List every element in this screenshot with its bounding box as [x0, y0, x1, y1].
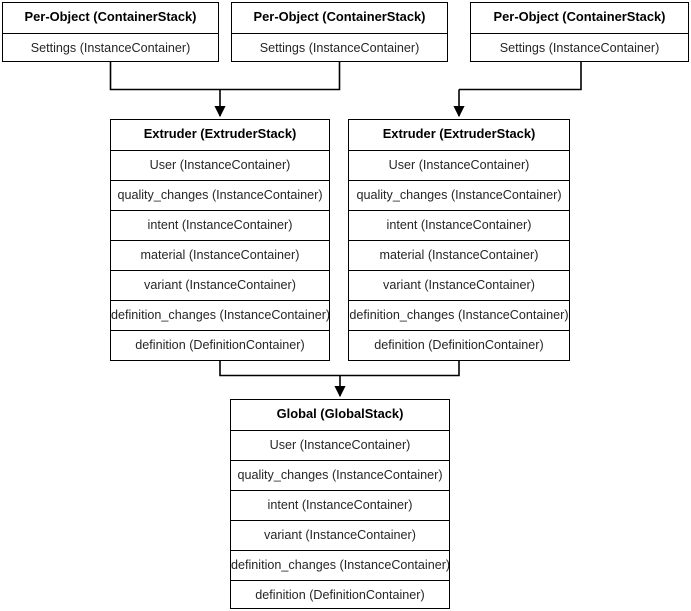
node-row-quality-changes: quality_changes (InstanceContainer) — [231, 460, 449, 490]
node-row-definition: definition (DefinitionContainer) — [349, 330, 569, 360]
node-row-variant: variant (InstanceContainer) — [349, 270, 569, 300]
node-row-settings: Settings (InstanceContainer) — [471, 33, 688, 63]
node-row-variant: variant (InstanceContainer) — [111, 270, 329, 300]
edge-po2-to-ex1 — [220, 62, 341, 91]
node-row-intent: intent (InstanceContainer) — [231, 490, 449, 520]
node-extruder-1[interactable]: Extruder (ExtruderStack) User (InstanceC… — [110, 119, 330, 361]
node-row-user: User (InstanceContainer) — [349, 150, 569, 180]
node-row-quality-changes: quality_changes (InstanceContainer) — [111, 180, 329, 210]
node-header: Per-Object (ContainerStack) — [253, 9, 426, 24]
node-row-definition-changes: definition_changes (InstanceContainer) — [231, 550, 449, 580]
node-row-settings: Settings (InstanceContainer) — [232, 33, 447, 63]
node-per-object-3[interactable]: Per-Object (ContainerStack) Settings (In… — [470, 2, 689, 62]
node-row-material: material (InstanceContainer) — [349, 240, 569, 270]
node-row-user: User (InstanceContainer) — [111, 150, 329, 180]
node-row-user: User (InstanceContainer) — [231, 430, 449, 460]
node-row-definition-changes: definition_changes (InstanceContainer) — [349, 300, 569, 330]
node-row-quality-changes: quality_changes (InstanceContainer) — [349, 180, 569, 210]
node-row-variant: variant (InstanceContainer) — [231, 520, 449, 550]
node-extruder-2[interactable]: Extruder (ExtruderStack) User (InstanceC… — [348, 119, 570, 361]
node-header: Extruder (ExtruderStack) — [143, 126, 297, 141]
node-global-stack[interactable]: Global (GlobalStack) User (InstanceConta… — [230, 399, 450, 609]
node-row-intent: intent (InstanceContainer) — [111, 210, 329, 240]
node-header: Global (GlobalStack) — [276, 406, 404, 421]
edge-ex2-to-global — [340, 361, 460, 377]
node-per-object-1[interactable]: Per-Object (ContainerStack) Settings (In… — [2, 2, 219, 62]
node-header: Per-Object (ContainerStack) — [24, 9, 197, 24]
node-per-object-2[interactable]: Per-Object (ContainerStack) Settings (In… — [231, 2, 448, 62]
node-row-settings: Settings (InstanceContainer) — [3, 33, 218, 63]
edge-ex1-to-global — [219, 361, 340, 377]
node-row-definition-changes: definition_changes (InstanceContainer) — [111, 300, 329, 330]
node-header: Extruder (ExtruderStack) — [382, 126, 536, 141]
node-row-definition: definition (DefinitionContainer) — [111, 330, 329, 360]
node-row-material: material (InstanceContainer) — [111, 240, 329, 270]
node-row-definition: definition (DefinitionContainer) — [231, 580, 449, 610]
node-row-intent: intent (InstanceContainer) — [349, 210, 569, 240]
edge-po1-to-ex1 — [109, 62, 220, 91]
edge-po3-to-ex2 — [459, 62, 582, 91]
node-header: Per-Object (ContainerStack) — [493, 9, 666, 24]
